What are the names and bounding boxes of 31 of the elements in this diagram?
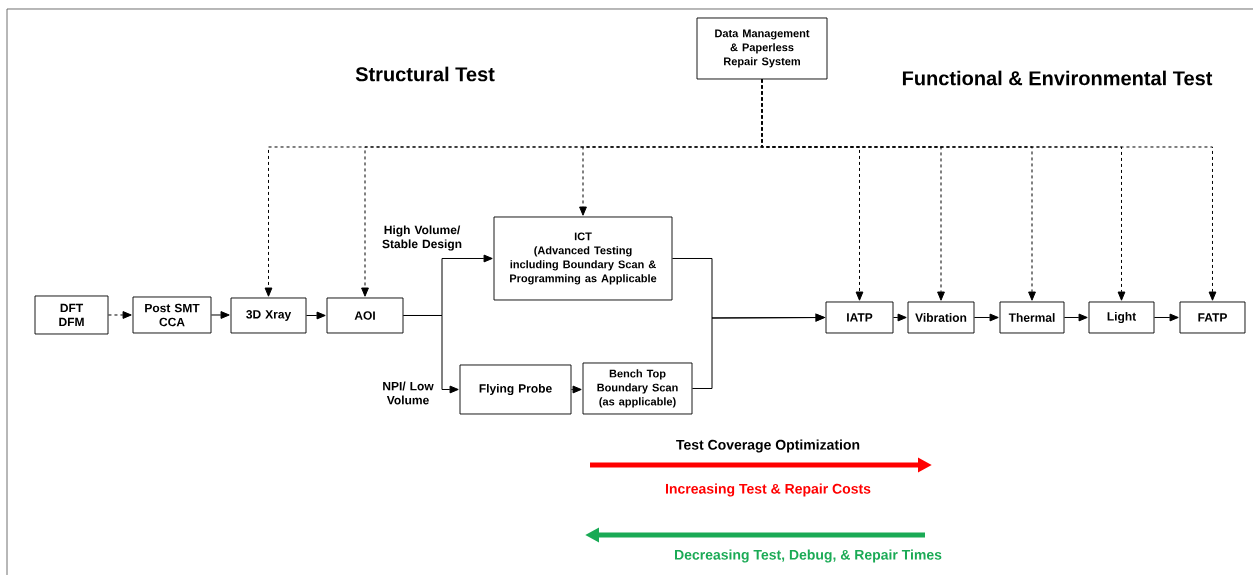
arrow-label: Test Coverage Optimization xyxy=(676,439,860,453)
section-title: Functional & Environmental Test xyxy=(902,70,1213,86)
arrow-label: Increasing Test & Repair Costs xyxy=(666,483,871,497)
process-box: FATP xyxy=(1179,301,1246,334)
arrow-label: Decreasing Test, Debug, & Repair Times xyxy=(675,549,942,563)
process-box: Thermal xyxy=(999,301,1065,334)
process-box: Post SMT CCA xyxy=(132,296,212,334)
arrow xyxy=(402,315,459,394)
arrow xyxy=(1153,313,1179,322)
process-box: 3D Xray xyxy=(230,297,307,334)
process-box: Light xyxy=(1088,301,1155,334)
process-box: Bench Top Boundary Scan (as applicable) xyxy=(582,362,693,415)
arrow xyxy=(305,311,326,320)
arrow xyxy=(973,313,999,322)
arrow xyxy=(107,311,132,319)
process-box: ICT (Advanced Testing including Boundary Scan & Programming as Applicable xyxy=(493,216,673,301)
arrow xyxy=(570,385,582,394)
process-box: Flying Probe xyxy=(459,364,572,415)
arrow xyxy=(892,313,907,322)
branch-label: High Volume/ Stable Design xyxy=(382,225,462,251)
section-title: Structural Test xyxy=(355,66,495,82)
arrow xyxy=(691,313,825,389)
arrow xyxy=(210,311,230,319)
arrow xyxy=(1063,313,1088,322)
process-box: IATP xyxy=(825,301,894,334)
process-box: AOI xyxy=(326,297,404,334)
process-box: DFT DFM xyxy=(34,295,109,335)
process-box: Vibration xyxy=(907,301,975,334)
arrow xyxy=(761,78,1217,301)
branch-label: NPI/ Low Volume xyxy=(383,381,434,405)
process-box: Data Management & Paperless Repair System xyxy=(696,17,828,80)
